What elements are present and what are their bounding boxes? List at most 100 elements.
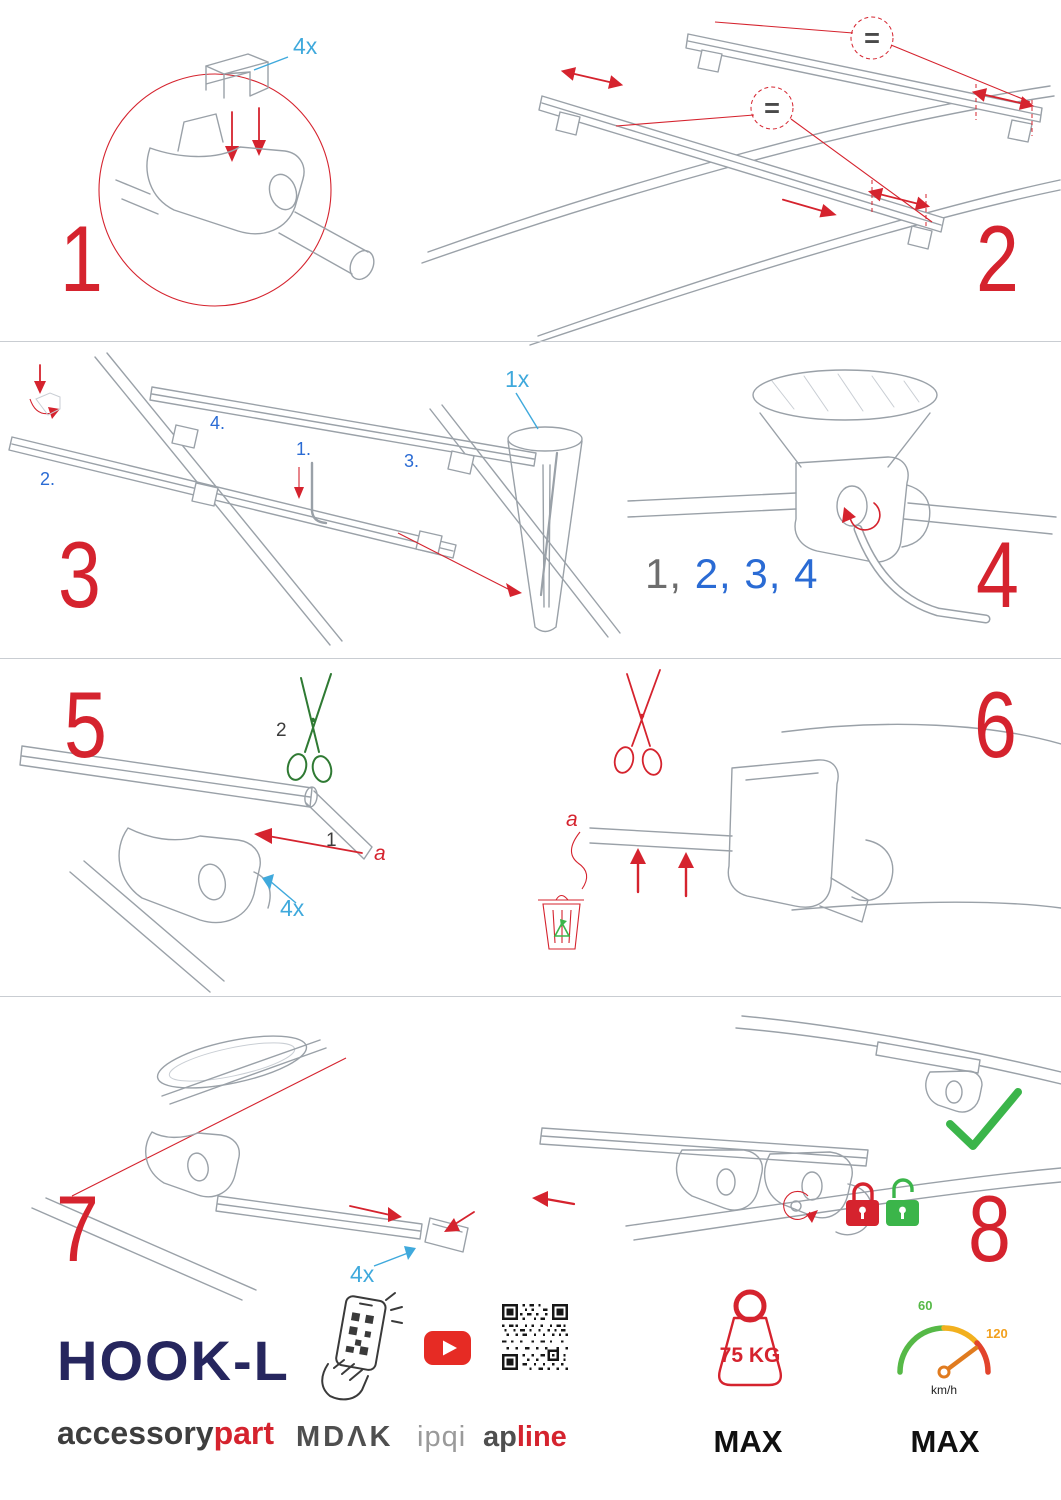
step1-diagram: 4x	[98, 33, 375, 307]
strip-a-label: a	[374, 842, 386, 865]
brand-logo: HOOK-L	[57, 1329, 290, 1392]
step5-qty-label: 4x	[280, 895, 305, 921]
step3-number: 3	[58, 522, 101, 627]
bar-opening-sketch	[156, 1035, 327, 1105]
speed-unit-label: km/h	[931, 1383, 957, 1397]
phone-qr-icon	[321, 1292, 403, 1401]
lock-closed-icon	[846, 1182, 879, 1226]
insert-strip-arrow	[254, 828, 363, 854]
crossbar-sketch	[19, 745, 373, 860]
rubber-pad-sketch	[205, 53, 269, 99]
trash-bin-icon	[538, 894, 584, 950]
start-arrow	[29, 364, 61, 419]
step3-label-3: 3.	[404, 451, 419, 471]
adjustment-arrows	[560, 67, 1035, 218]
scissors-icon-green	[286, 673, 333, 783]
qty-leader-line	[515, 392, 539, 430]
section-divider-2	[0, 658, 1061, 659]
logo-apline: apline	[483, 1421, 567, 1454]
equals-sign-1: =	[864, 23, 880, 53]
step8-diagram	[532, 1015, 1061, 1241]
qr-code	[502, 1304, 568, 1370]
step5-diagram: 2 1 a 4x	[19, 673, 386, 993]
step6-number: 6	[974, 672, 1017, 777]
weight-icon: 75 KG	[717, 1289, 783, 1387]
allen-key-sketch	[294, 461, 328, 525]
lift-arrows	[630, 848, 694, 898]
rack-sketch	[8, 352, 621, 646]
clamp-detail	[627, 456, 1057, 563]
weight-max-label: MAX	[713, 1424, 783, 1459]
cap-arrows	[349, 1205, 475, 1232]
step3-label-1: 1.	[296, 439, 311, 459]
sequence-done: 1,	[645, 550, 683, 597]
correct-mount-sketch	[735, 1015, 1061, 1113]
step1-qty-label: 4x	[293, 33, 318, 59]
magnifier-circle	[98, 73, 332, 307]
brand-subtitle-left: accessory	[57, 1415, 214, 1451]
end-cap-sketch	[215, 1195, 469, 1253]
screw-rotate	[783, 1190, 818, 1223]
step3-label-2: 2.	[40, 469, 55, 489]
allen-key-tool	[853, 524, 991, 624]
clamp-sketch7	[31, 1131, 257, 1301]
step6-a-label: a	[566, 808, 578, 831]
brand-subtitle-right: part	[213, 1415, 275, 1451]
equals-sign-2: =	[764, 93, 780, 123]
slide-arrow	[532, 1191, 576, 1207]
speedometer-icon: 60 120 km/h	[897, 1298, 1008, 1397]
section-divider-1	[0, 341, 1061, 342]
crossbars-sketch	[538, 33, 1043, 250]
step2-number: 2	[976, 206, 1019, 311]
recycle-icon	[553, 921, 571, 937]
strip-offcut	[570, 831, 588, 890]
step5-number: 5	[64, 672, 107, 777]
logo-mdak: MDΛK	[296, 1421, 394, 1453]
clamp-sketch	[69, 827, 271, 993]
weight-value-label: 75 KG	[720, 1344, 781, 1367]
foot-bracket-sketch	[589, 759, 894, 923]
roof-sketch	[781, 723, 1061, 911]
logo-ipqi: ipqi	[417, 1421, 467, 1453]
step3-qty-label: 1x	[505, 366, 530, 392]
insert-arrows	[225, 107, 266, 162]
rotate-arrow	[842, 502, 881, 531]
logo-apline-left: ap	[483, 1421, 517, 1453]
speed-60-label: 60	[918, 1298, 932, 1313]
step7-qty-label: 4x	[350, 1261, 375, 1287]
section-divider-3	[0, 996, 1061, 997]
logo-apline-right: line	[516, 1421, 567, 1453]
step1-number: 1	[60, 206, 103, 311]
step7-diagram: 4x	[31, 1035, 475, 1301]
youtube-icon	[424, 1331, 471, 1365]
step2-diagram: = =	[421, 16, 1061, 346]
scissors-icon-red	[613, 669, 663, 776]
bar-with-clamps	[539, 1127, 1061, 1241]
step4-sequence: 1, 2, 3, 4	[645, 550, 818, 598]
speedometer-needle	[941, 1345, 979, 1375]
cover-funnel-sketch	[507, 426, 583, 633]
check-icon	[946, 1088, 1022, 1150]
funnel-pointer	[397, 532, 513, 592]
qty-pointer	[262, 874, 297, 904]
step5-insert-label: 1	[326, 830, 337, 851]
equal-spacing-markers: = =	[615, 16, 1033, 228]
step6-diagram: a	[538, 669, 1061, 950]
step3-label-4: 4.	[210, 413, 225, 433]
speed-max-label: MAX	[910, 1424, 980, 1459]
step7-number: 7	[56, 1176, 99, 1281]
lock-open-icon	[886, 1178, 919, 1226]
speed-120-label: 120	[986, 1326, 1008, 1341]
step4-number: 4	[976, 522, 1019, 627]
qty-leader-line	[253, 56, 289, 71]
brand-subtitle: accessorypart	[57, 1415, 275, 1451]
step5-cut-label: 2	[276, 720, 287, 741]
step3-diagram: 1x 4. 2. 1. 3.	[8, 352, 621, 646]
roof-rails-sketch	[421, 85, 1061, 346]
step4-diagram	[627, 369, 1057, 624]
qty-pointer7	[373, 1246, 416, 1267]
sequence-todo: 2, 3, 4	[694, 550, 819, 597]
rail-top-view	[752, 369, 938, 468]
step8-number: 8	[968, 1176, 1011, 1281]
